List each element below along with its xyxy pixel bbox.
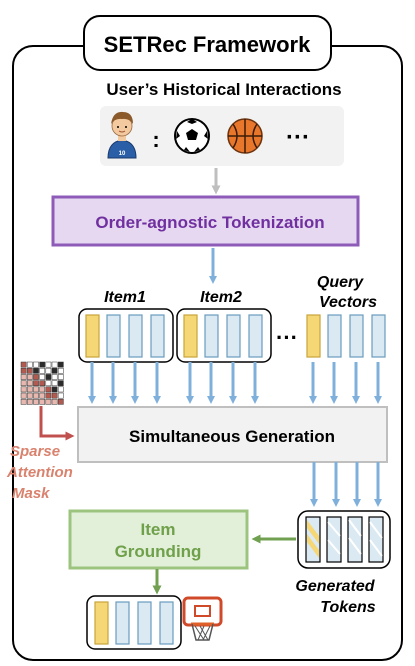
- grounding-label-line2: Grounding: [115, 542, 202, 561]
- generated-token-3: [347, 516, 363, 563]
- item1-token-3: [128, 314, 143, 358]
- output-token-1: [94, 601, 109, 645]
- mask-label-line2: Attention: [6, 464, 73, 481]
- query-vector-group: [306, 314, 386, 358]
- output-item-token-group: [86, 595, 182, 650]
- tokenization-label: Order-agnostic Tokenization: [95, 213, 324, 232]
- tokens-to-generation-arrows: [88, 362, 382, 404]
- output-token-2: [115, 601, 130, 645]
- history-separator: :: [152, 127, 159, 152]
- grounding-label-line1: Item: [141, 520, 176, 539]
- basketball-hoop-icon: [182, 596, 223, 641]
- generated-token-group: [297, 510, 391, 569]
- generation-to-generated-arrows: [310, 462, 382, 507]
- title: SETRec Framework: [104, 32, 311, 57]
- output-token-4: [159, 601, 174, 645]
- query-token-4: [371, 314, 386, 358]
- history-panel: [100, 106, 344, 166]
- query-token-2: [327, 314, 342, 358]
- mask-to-generation-arrow: [39, 406, 75, 441]
- generated-token-1: [305, 516, 321, 563]
- item1-token-1: [85, 314, 100, 358]
- items-dots: ···: [276, 325, 298, 350]
- item2-label: Item2: [200, 289, 242, 306]
- generation-label: Simultaneous Generation: [129, 427, 335, 446]
- item1-token-4: [150, 314, 165, 358]
- query-label-line1: Query: [317, 274, 364, 291]
- soccer-ball-icon: [174, 118, 210, 154]
- tokenization-box: [51, 195, 360, 247]
- item2-token-3: [226, 314, 241, 358]
- mask-label-line3: Mask: [12, 485, 50, 502]
- item2-token-4: [248, 314, 263, 358]
- item2-token-2: [204, 314, 219, 358]
- generated-label-line2: Tokens: [320, 599, 376, 616]
- output-token-3: [137, 601, 152, 645]
- item1-token-2: [106, 314, 121, 358]
- generated-token-4: [368, 516, 384, 563]
- query-token-3: [349, 314, 364, 358]
- history-ellipsis: ···: [286, 124, 310, 151]
- generated-token-2: [326, 516, 342, 563]
- basketball-icon: [227, 118, 263, 154]
- query-token-1: [306, 314, 321, 358]
- item1-token-group: [78, 308, 174, 363]
- history-heading: User’s Historical Interactions: [106, 80, 341, 99]
- user-avatar-icon: 10: [107, 111, 137, 159]
- generation-box: [77, 406, 388, 463]
- query-label-line2: Vectors: [319, 294, 377, 311]
- grounding-box: [68, 509, 249, 570]
- item1-label: Item1: [104, 289, 146, 306]
- generated-label-line1: Generated: [295, 578, 375, 595]
- title-box: [83, 15, 332, 71]
- sparse-attention-mask-icon: [20, 361, 64, 405]
- item2-token-1: [183, 314, 198, 358]
- jersey-number: 10: [119, 151, 126, 157]
- mask-label-line1: Sparse: [10, 443, 60, 460]
- item2-token-group: [176, 308, 272, 363]
